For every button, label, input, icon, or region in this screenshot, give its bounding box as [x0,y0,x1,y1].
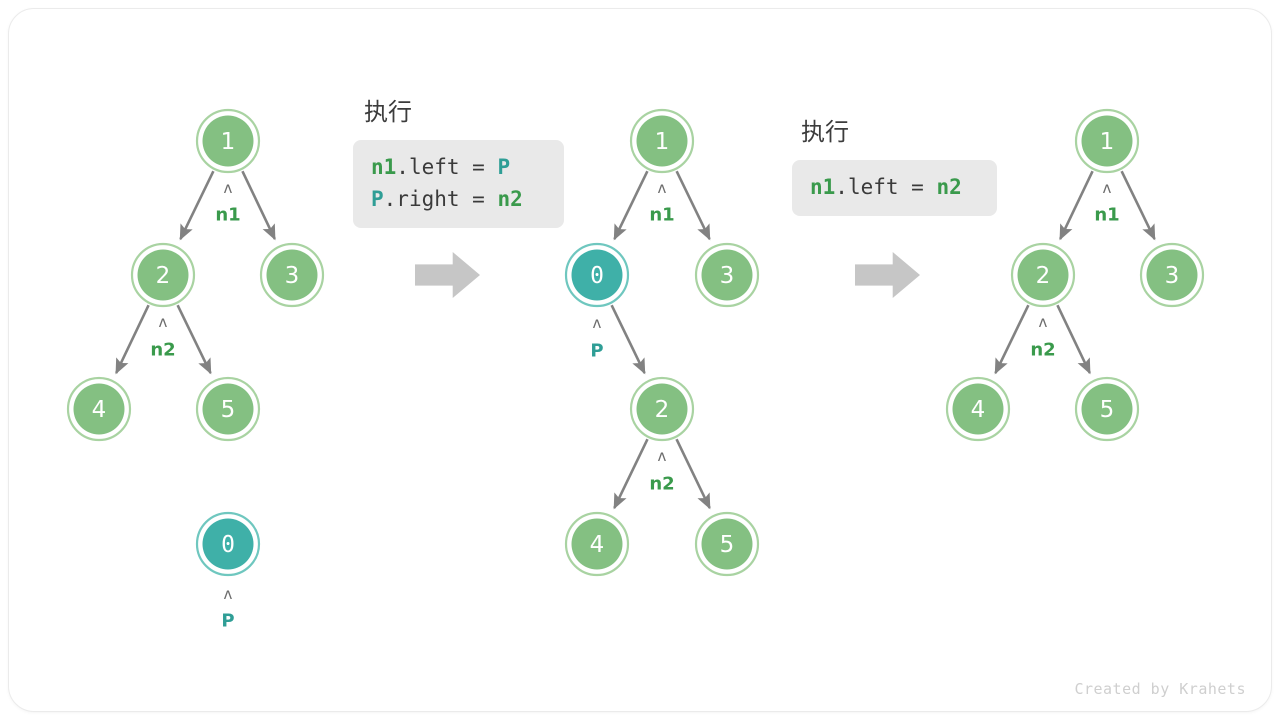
tree-node-value: 0 [221,532,235,558]
pointer-label: n2 [649,474,674,495]
code-block: n1.left = n2 [792,160,997,216]
tree-edge [1059,170,1094,241]
tree-node[interactable]: 1 [629,108,695,174]
tree-edge [1056,304,1091,375]
tree-edge [241,170,276,241]
tree-node-value: 1 [655,129,670,155]
tree-node[interactable]: 0 [564,242,630,308]
tree-node[interactable]: 2 [1010,242,1076,308]
code-line: P.right = n2 [371,184,546,216]
tree-node-value: 3 [1165,263,1180,289]
tree-node[interactable]: 4 [945,376,1011,442]
tree-edge [675,438,711,510]
code-line: n1.left = n2 [810,172,979,204]
tree-node-value: 2 [655,397,670,423]
tree-node[interactable]: 5 [1074,376,1140,442]
tree-node[interactable]: 5 [694,511,760,577]
tree-edge [613,438,649,510]
tree-node-value: 0 [590,263,604,289]
pointer-label: n2 [1030,340,1055,361]
tree-edge [994,304,1030,375]
pointer-caret-icon: ʌ [658,447,667,465]
code-token: .left = [835,175,937,199]
tree-edge [1120,170,1156,241]
tree-node-value: 2 [156,263,171,289]
credit-text: Created by Krahets [1074,680,1246,698]
tree-edges-layer [115,170,1156,510]
tree-node-value: 1 [1100,129,1115,155]
tree-node[interactable]: 2 [629,376,695,442]
pointer-caret-icon: ʌ [658,179,667,197]
code-token: P [371,186,384,211]
pointer-caret-icon: ʌ [224,179,233,197]
tree-node-value: 2 [1036,263,1051,289]
pointer-caret-icon: ʌ [159,313,168,331]
pointer-label: P [221,611,234,632]
tree-node-value: 4 [590,532,605,558]
tree-node-value: 5 [221,397,236,423]
pointer-label: n1 [1094,205,1119,226]
code-token: .right = [383,186,498,211]
code-token: P [497,155,511,179]
tree-edge [675,170,711,241]
tree-node-value: 4 [92,397,107,423]
code-token: n2 [497,186,523,211]
exec-label: 执行 [364,98,412,126]
pointer-label: n1 [649,205,674,226]
tree-node-value: 1 [221,129,236,155]
pointer-label: n1 [215,205,240,226]
tree-edge [176,304,212,375]
tree-edge [115,304,150,375]
exec-label: 执行 [801,118,849,146]
flow-arrow-icon [855,252,920,298]
pointer-caret-icon: ʌ [593,314,602,332]
pointer-caret-icon: ʌ [1103,179,1112,197]
tree-node-value: 5 [720,532,735,558]
tree-nodes-layer: 1 2 3 4 5 0 1 0 3 2 4 5 1 2 3 4 5 [66,108,1205,577]
code-token: .left = [396,155,498,179]
code-token: n1 [371,155,397,179]
tree-node[interactable]: 1 [1074,108,1140,174]
tree-edge [179,170,215,241]
tree-node[interactable]: 3 [694,242,760,308]
tree-node[interactable]: 2 [130,242,196,308]
tree-edge [610,304,646,375]
tree-node[interactable]: 4 [66,376,132,442]
tree-edge [613,170,649,241]
tree-node-value: 3 [720,263,735,289]
tree-node[interactable]: 3 [259,242,325,308]
tree-node-value: 4 [971,397,986,423]
flow-arrows-layer [415,252,920,298]
pointer-label: P [590,341,603,362]
tree-node[interactable]: 3 [1139,242,1205,308]
pointer-caret-icon: ʌ [224,585,233,603]
pointer-caret-icon: ʌ [1039,313,1048,331]
flow-arrow-icon [415,252,480,298]
pointer-label: n2 [150,340,175,361]
tree-node[interactable]: 4 [564,511,630,577]
tree-node-value: 5 [1100,397,1115,423]
code-token: n1 [810,175,836,199]
tree-node[interactable]: 0 [195,511,261,577]
tree-node-value: 3 [285,263,300,289]
code-token: n2 [936,175,962,199]
tree-node[interactable]: 5 [195,376,261,442]
tree-node[interactable]: 1 [195,108,261,174]
code-line: n1.left = P [371,152,546,184]
